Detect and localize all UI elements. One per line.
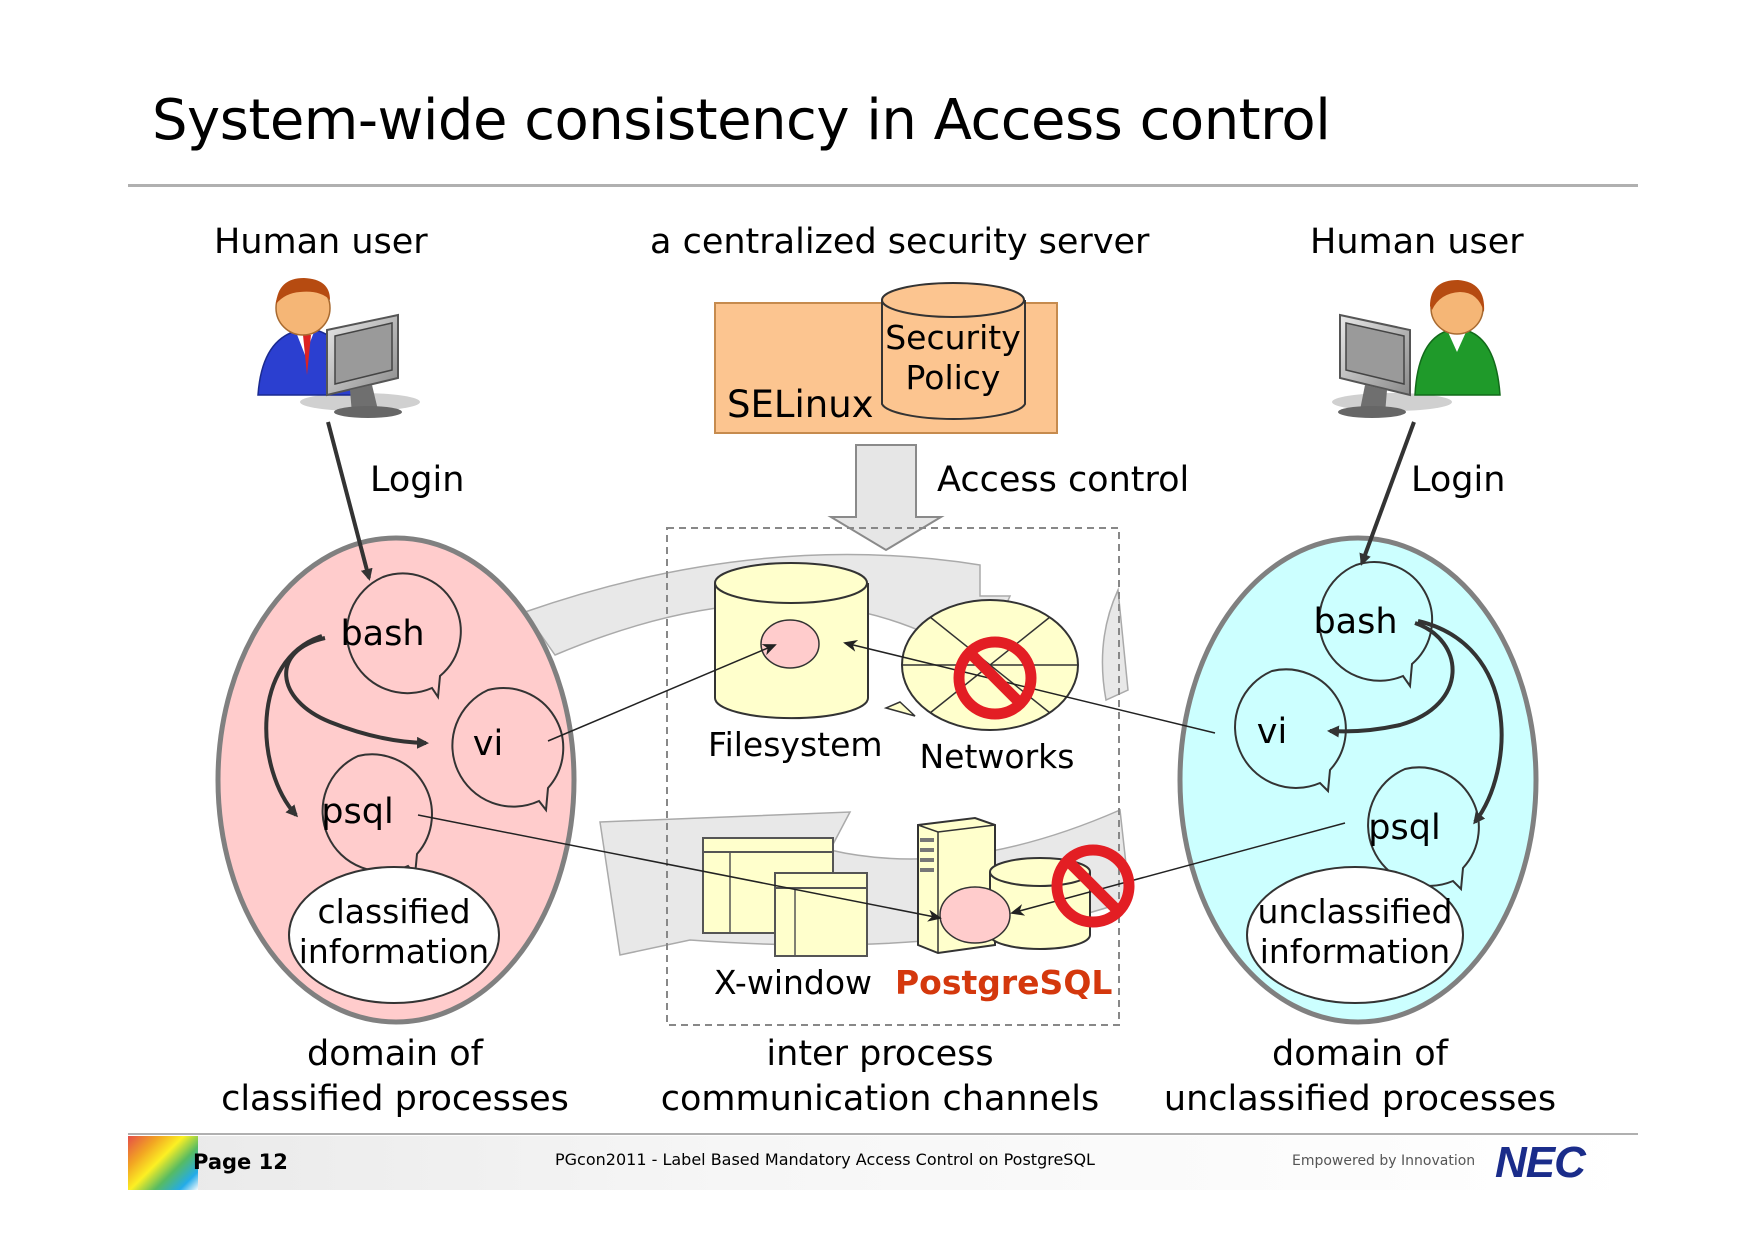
security-server-label: a centralized security server: [650, 222, 1150, 262]
ipc-box: [666, 527, 1120, 1026]
filesystem-object: [760, 619, 820, 669]
security-policy-label-line1: Security: [885, 318, 1021, 357]
bubble-bash-right: [1318, 561, 1434, 689]
login-arrow-right: [1359, 421, 1416, 566]
flow-band-right-top: [1101, 587, 1129, 702]
psql-left-label: psql: [321, 792, 394, 832]
login-arrow-left: [326, 421, 373, 581]
classified-info-bubble: [288, 866, 500, 1004]
ipc-caption-line2: communication channels: [660, 1079, 1100, 1119]
nec-logo: NEC: [1495, 1138, 1586, 1187]
bubble-vi-left: [451, 687, 565, 813]
unclassified-caption-line2: unclassified processes: [1163, 1079, 1557, 1119]
unclassified-info-line1: unclassified: [1257, 892, 1453, 931]
company-tagline: Empowered by Innovation: [1292, 1153, 1476, 1169]
xwindow-label: X-window: [713, 963, 873, 1002]
classified-caption-line1: domain of: [307, 1034, 483, 1074]
vi-left-label: vi: [472, 724, 504, 764]
psql-right-label: psql: [1368, 808, 1441, 848]
postgresql-object: [939, 886, 1011, 944]
unclassified-info-line2: information: [1259, 932, 1451, 971]
ipc-caption-line1: inter process: [766, 1034, 994, 1074]
psql-right-to-postgresql: [1010, 822, 1346, 916]
footer-rainbow-decoration: [128, 1136, 198, 1190]
postgresql-server: [917, 816, 1091, 955]
bubble-psql-right: [1367, 766, 1480, 892]
human-user-left-label: Human user: [214, 222, 428, 262]
login-left-label: Login: [370, 460, 465, 500]
security-policy-cylinder: [881, 282, 1026, 420]
human-user-unclassified-icon: [1332, 280, 1501, 418]
bash-to-psql-right: [1417, 619, 1504, 825]
classified-info-line1: classified: [317, 892, 471, 931]
classified-caption-line2: classified processes: [221, 1079, 569, 1119]
security-policy-label-line2: Policy: [905, 358, 1001, 397]
filesystem-label: Filesystem: [708, 725, 883, 764]
bubble-vi-right: [1234, 668, 1347, 794]
access-control-arrow: [827, 444, 945, 552]
footer-text: PGcon2011 - Label Based Mandatory Access…: [555, 1150, 1095, 1169]
xwindow-icon: [702, 837, 868, 957]
human-user-right-label: Human user: [1310, 222, 1524, 262]
login-right-label: Login: [1411, 460, 1506, 500]
access-control-label: Access control: [937, 460, 1190, 500]
vi-right-label: vi: [1256, 712, 1288, 752]
networks-globe: [883, 599, 1079, 731]
vi-left-to-filesystem: [547, 644, 777, 742]
selinux-label: SELinux: [727, 383, 874, 426]
bash-to-psql-left: [264, 634, 323, 818]
unclassified-info-bubble: [1246, 866, 1464, 1004]
title-divider: [128, 184, 1638, 187]
footer-divider: [128, 1133, 1638, 1135]
classified-info-line2: information: [298, 932, 490, 971]
networks-label: Networks: [919, 737, 1075, 776]
psql-left-to-postgresql: [417, 814, 942, 922]
filesystem-cylinder: [714, 562, 869, 720]
bash-right-label: bash: [1313, 602, 1398, 642]
deny-icon-postgresql: [1051, 844, 1135, 928]
deny-icon-networks: [953, 636, 1037, 720]
footer-band: [128, 1136, 1638, 1190]
bash-to-vi-right: [1327, 621, 1455, 738]
page-number: Page 12: [193, 1150, 288, 1174]
bash-left-label: bash: [340, 614, 425, 654]
human-user-classified-icon: [257, 278, 420, 418]
postgresql-label: PostgreSQL: [895, 963, 1113, 1002]
slide-title: System-wide consistency in Access contro…: [152, 88, 1331, 153]
bubble-bash-left: [345, 572, 462, 700]
unclassified-caption-line1: domain of: [1272, 1034, 1448, 1074]
